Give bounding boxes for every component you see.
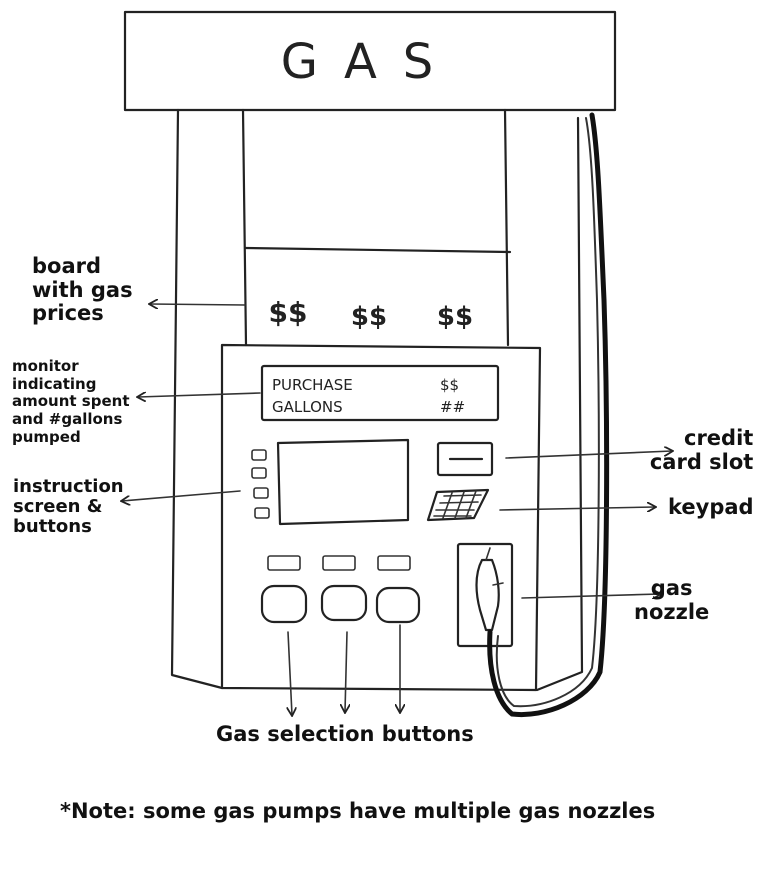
label-gas-selection-buttons: Gas selection buttons: [216, 723, 474, 747]
label-gas-nozzle: gas nozzle: [634, 577, 709, 624]
arrow-selection-1: [288, 632, 292, 715]
arrow-monitor: [138, 393, 260, 397]
label-keypad: keypad: [668, 496, 754, 520]
arrow-selection-2: [345, 632, 347, 712]
credit-card-slot: [438, 443, 492, 475]
price-2: $$: [351, 302, 387, 332]
monitor-gallons-value: ##: [440, 398, 465, 416]
gas-selection-buttons: [262, 556, 419, 622]
label-credit-card-slot: credit card slot: [646, 427, 753, 474]
instruction-buttons: [252, 450, 269, 518]
lower-panel: [222, 345, 540, 690]
monitor: PURCHASE $$ GALLONS ##: [262, 366, 498, 420]
label-instruction-screen: instruction screen & buttons: [13, 477, 124, 537]
monitor-purchase-label: PURCHASE: [272, 376, 353, 394]
instruction-screen: [278, 440, 408, 524]
note-multiple-nozzles: *Note: some gas pumps have multiple gas …: [60, 800, 655, 824]
monitor-gallons-label: GALLONS: [272, 398, 343, 416]
gas-sign-text: GAS: [281, 34, 460, 90]
label-monitor: monitor indicating amount spent and #gal…: [12, 358, 130, 446]
arrow-keypad: [500, 507, 655, 510]
arrow-board: [150, 304, 245, 305]
monitor-purchase-value: $$: [440, 376, 459, 394]
price-3: $$: [437, 302, 473, 332]
gas-sign: GAS: [125, 12, 615, 110]
price-1: $$: [269, 296, 308, 329]
label-board-with-gas-prices: board with gas prices: [32, 255, 133, 326]
gas-nozzle: [458, 544, 512, 646]
keypad: [428, 490, 488, 520]
price-board: $$ $$ $$: [246, 248, 510, 332]
